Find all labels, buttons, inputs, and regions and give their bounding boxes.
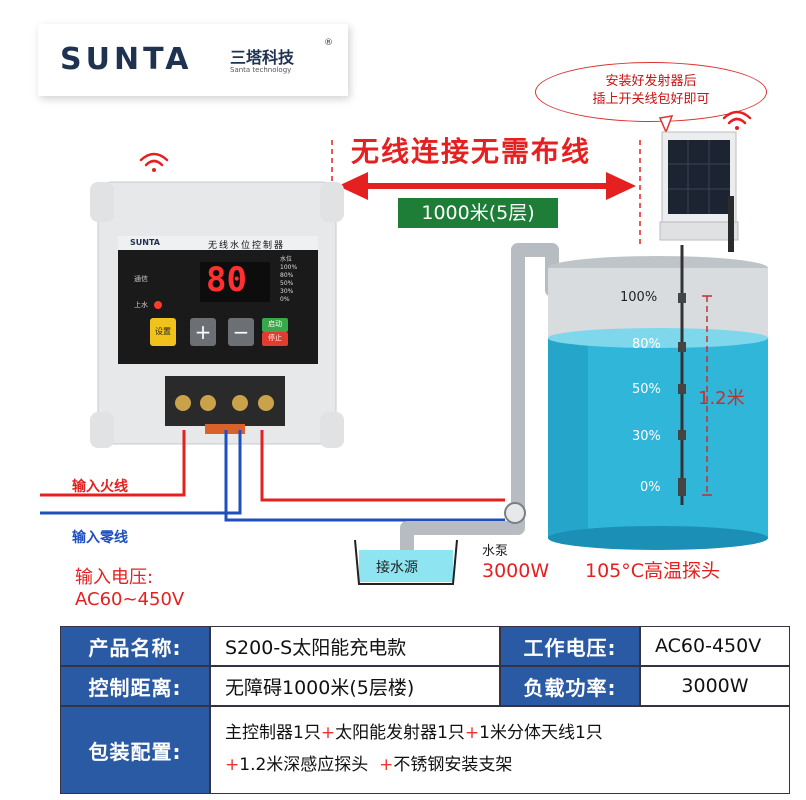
plus-sign: +: [379, 755, 394, 775]
bubble-tail: [658, 115, 674, 135]
plus-sign: +: [320, 723, 336, 743]
tank-level-50: 50%: [632, 382, 661, 397]
table-cell: 3000W: [640, 666, 790, 706]
comm-indicator-label: 通信: [134, 275, 148, 283]
table-header: 负载功率:: [500, 666, 640, 706]
level-display: 80: [206, 260, 247, 300]
neutral-wire-label: 输入零线: [72, 530, 128, 546]
start-button: [262, 318, 288, 332]
package-item: 太阳能发射器1只: [335, 723, 465, 743]
water-tank: [548, 256, 768, 550]
pump-power: 3000W: [482, 560, 550, 582]
install-tip-bubble: 安装好发射器后 插上开关线包好即可: [535, 62, 767, 122]
wifi-icon: [722, 110, 752, 130]
brand-subtitle: Santa technology: [230, 66, 292, 74]
pump-label: 水泵: [482, 544, 509, 559]
tank-level-30: 30%: [632, 429, 661, 444]
tank-level-0: 0%: [640, 480, 661, 495]
table-cell: S200-S太阳能充电款: [210, 626, 500, 666]
water-pipe: [400, 243, 559, 557]
stop-button-label[interactable]: 停止: [268, 334, 282, 342]
table-cell: AC60-450V: [640, 626, 790, 666]
brand-name: 三塔科技: [230, 48, 295, 67]
minus-button: [228, 318, 254, 346]
table-header: 控制距离:: [60, 666, 210, 706]
live-wire: [40, 430, 186, 497]
controller-device: [90, 181, 344, 448]
probe-label: 105°C高温探头: [585, 560, 721, 582]
spec-table: 产品名称: S200-S太阳能充电款 工作电压: AC60-450V 控制距离:…: [60, 626, 790, 794]
voltage-label: 输入电压:: [75, 567, 154, 588]
controller-title: 无线水位控制器: [208, 241, 286, 251]
set-button: [150, 318, 176, 346]
voltage-value: AC60~450V: [75, 589, 185, 610]
fill-indicator-label: 上水: [134, 301, 148, 309]
live-wire-label: 输入火线: [72, 479, 128, 495]
neutral-wire: [40, 430, 242, 515]
pump: [504, 502, 526, 524]
tank-level-80: 80%: [632, 337, 661, 352]
product-illustration: [40, 110, 768, 585]
controller-brand: SUNTA: [130, 238, 160, 247]
tank-level-100: 100%: [620, 290, 658, 305]
distance-badge: 1000米(5层): [398, 198, 558, 228]
registered-mark: ®: [324, 38, 333, 48]
tip-line-1: 安装好发射器后: [605, 74, 697, 89]
level-legend: 水位 100% 80% 50% 30% 0%: [280, 256, 298, 303]
package-contents: 主控制器1只+太阳能发射器1只+1米分体天线1只 +1.2米深感应探头 +不锈钢…: [210, 706, 790, 794]
headline: 无线连接无需布线: [351, 135, 592, 168]
water-source-label: 接水源: [376, 560, 418, 576]
solar-transmitter: [659, 131, 739, 252]
start-button-label[interactable]: 启动: [268, 320, 282, 328]
package-item: 1.2米深感应探头: [239, 755, 369, 775]
tip-line-2: 插上开关线包好即可: [592, 92, 710, 107]
package-item: 1米分体天线1只: [479, 723, 603, 743]
probe-sensors: [678, 293, 686, 496]
water-source-basin: [354, 539, 458, 585]
depth-label: 1.2米: [698, 388, 745, 409]
table-header: 包装配置:: [60, 706, 210, 794]
package-item: 主控制器1只: [225, 723, 321, 743]
plus-button: [190, 318, 216, 346]
brand-logo: SUNTA: [60, 42, 193, 77]
depth-marker: [702, 295, 712, 496]
minus-button-label[interactable]: −: [232, 320, 250, 344]
input-voltage: 输入电压: AC60~450V: [75, 567, 184, 611]
brand-logo-card: SUNTA 三塔科技 Santa technology ®: [38, 24, 348, 96]
stop-button: [262, 332, 288, 346]
pump-wire-neutral: [224, 430, 505, 522]
table-header: 工作电压:: [500, 626, 640, 666]
set-button-label[interactable]: 设置: [155, 327, 171, 336]
wifi-icon: [139, 152, 169, 172]
plus-sign: +: [464, 723, 480, 743]
plus-sign: +: [225, 755, 240, 775]
table-header: 产品名称:: [60, 626, 210, 666]
plus-button-label[interactable]: +: [194, 320, 212, 344]
double-arrow: [338, 172, 636, 200]
package-item: 不锈钢安装支架: [393, 755, 513, 775]
table-cell: 无障碍1000米(5层楼): [210, 666, 500, 706]
pump-wire-live: [260, 430, 505, 502]
